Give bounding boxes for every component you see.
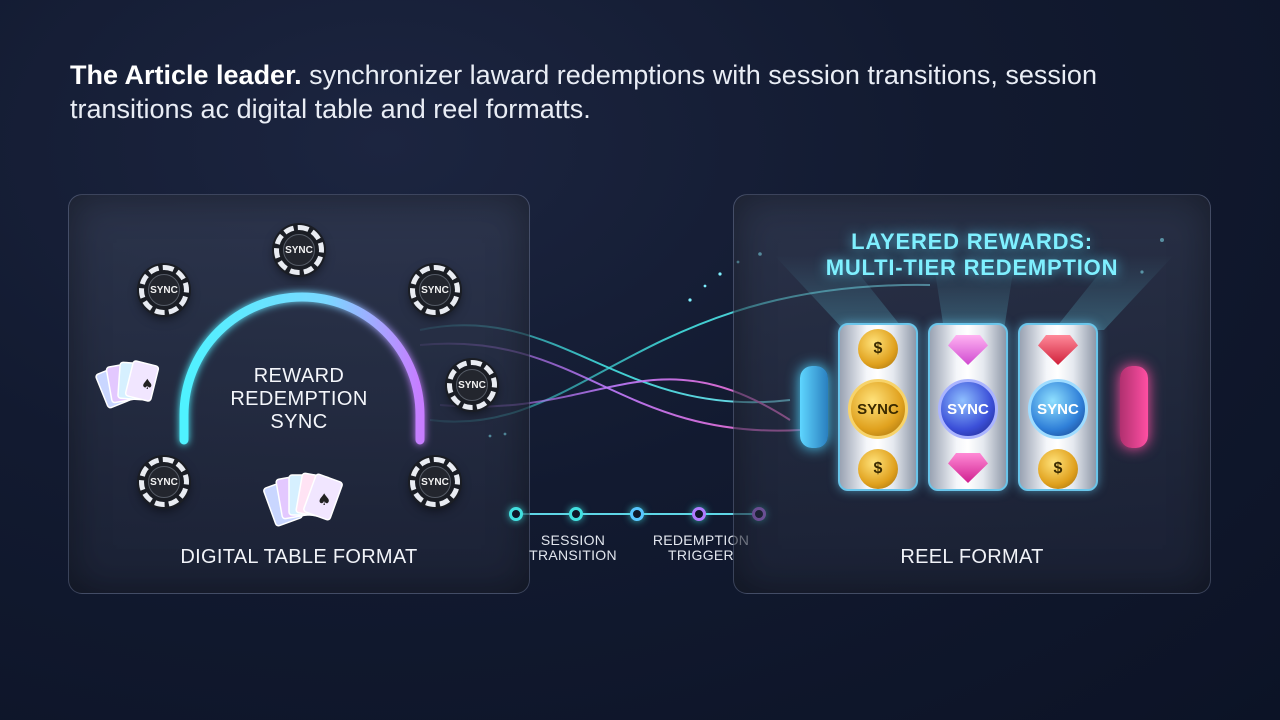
reel-format-label: REEL FORMAT [900,546,1044,568]
slot-cap-left [800,366,828,448]
sync-chip: SYNC [274,225,324,275]
layered-rewards-title: LAYERED REWARDS: MULTI-TIER REDEMPTION [734,229,1210,281]
chip-text: SYNC [283,234,315,266]
pink-gem-icon [948,335,988,365]
session-transition-line-2: TRANSITION [529,547,617,563]
coin-text: SYNC [1037,400,1079,418]
timeline-dot [692,507,706,521]
sync-chip: SYNC [139,457,189,507]
digital-table-panel: REWARD REDEMPTION SYNC SYNC SYNC SYNC SY… [68,194,530,594]
headline: The Article leader. synchronizer laward … [70,58,1190,126]
reel-1: $ SYNC $ [838,323,918,491]
session-transition-label: SESSION TRANSITION [520,533,626,563]
digital-table-format-label: DIGITAL TABLE FORMAT [180,546,418,568]
light-rays [774,255,1174,330]
session-transition-line-1: SESSION [540,532,606,548]
chip-text: SYNC [148,274,180,306]
blue-sync-coin-icon: SYNC [938,379,998,439]
chip-text: SYNC [456,369,488,401]
reward-title-line-1: LAYERED REWARDS: [851,229,1093,254]
coin-symbol: $ [873,460,883,477]
blue-sync-coin-icon: SYNC [1028,379,1088,439]
sync-chip: SYNC [410,265,460,315]
headline-bold: The Article leader. [70,60,302,90]
arc-label-line-1: REWARD [253,365,345,387]
timeline-dot [630,507,644,521]
red-gem-icon [1038,335,1078,365]
slot-machine: $ SYNC $ SYNC SYNC $ [800,321,1148,493]
gold-sync-coin-icon: SYNC [848,379,908,439]
gold-coin-icon: $ [1038,449,1078,489]
magenta-gem-icon [948,453,988,483]
arc-label-line-2: REDEMPTION [230,388,368,410]
sync-arc [179,292,425,445]
timeline-dot [569,507,583,521]
headline-rest: synchronizer laward redemptions with ses… [70,60,1097,124]
playing-cards-icon: ♠ [95,360,160,409]
chip-text: SYNC [419,466,451,498]
coin-text: SYNC [857,400,899,418]
arc-label: REWARD REDEMPTION SYNC [199,365,399,434]
sync-chip: SYNC [139,265,189,315]
coin-text: SYNC [947,400,989,418]
svg-text:♠: ♠ [317,490,331,509]
redemption-trigger-label: REDEMPTION TRIGGER [646,533,756,563]
coin-symbol: $ [1053,460,1063,477]
redemption-trigger-line-1: REDEMPTION [652,532,750,548]
slot-cap-right [1120,366,1148,448]
chip-text: SYNC [148,466,180,498]
timeline-dot [509,507,523,521]
reward-title-line-2: MULTI-TIER REDEMPTION [825,255,1119,280]
gold-coin-icon: $ [858,449,898,489]
chip-text: SYNC [419,274,451,306]
sync-chip: SYNC [447,360,497,410]
svg-text:♠: ♠ [141,377,154,393]
reel-2: SYNC [928,323,1008,491]
reel-3: SYNC $ [1018,323,1098,491]
reel-format-panel: LAYERED REWARDS: MULTI-TIER REDEMPTION $… [733,194,1211,594]
gold-coin-icon: $ [858,329,898,369]
sync-chip: SYNC [410,457,460,507]
redemption-trigger-line-2: TRIGGER [668,547,734,563]
arc-label-line-3: SYNC [270,411,328,433]
coin-symbol: $ [873,340,883,357]
playing-cards-icon: ♠ [263,472,343,527]
